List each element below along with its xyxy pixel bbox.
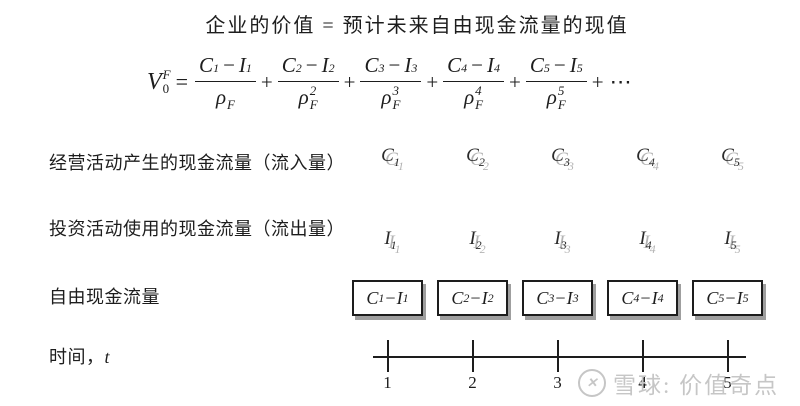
time-axis-label: 时间，t (49, 347, 111, 367)
time-axis-line (373, 356, 746, 358)
minus-sign: − (223, 52, 235, 77)
time-tick: 3 (522, 340, 593, 393)
xueqiu-logo-icon: ✕ (578, 369, 606, 397)
tick-number: 4 (638, 373, 647, 392)
inflow-arrow-label: C4 (636, 145, 655, 169)
tick-mark (726, 340, 729, 372)
tick-number: 5 (723, 373, 732, 392)
watermark: ✕ 雪球: 价值奇点 (578, 366, 779, 400)
tick-number: 1 (383, 373, 392, 392)
outflow-arrow-label: I5 (724, 228, 737, 252)
minus-sign: − (388, 52, 401, 77)
minus-sign: − (555, 287, 566, 308)
tick-number: 2 (468, 373, 477, 392)
ellipsis: ⋯ (609, 69, 634, 94)
time-tick: 4 (607, 340, 678, 393)
tick-number: 3 (553, 373, 562, 392)
plus-sign: + (343, 69, 356, 94)
inflow-arrow-label: C5 (721, 145, 740, 169)
minus-sign: − (553, 52, 566, 77)
minus-sign: − (385, 287, 396, 308)
tick-mark (556, 340, 559, 372)
time-tick: 1 (352, 340, 423, 393)
tick-mark (471, 340, 474, 372)
formula-lhs-sub: 0 (162, 81, 170, 96)
minus-sign: − (305, 52, 318, 77)
diagram-title: 企业的价值 = 预计未来自由现金流量的现值 (205, 15, 629, 37)
plus-sign: + (260, 69, 273, 94)
plus-sign: + (509, 69, 521, 94)
time-tick: 5 (692, 340, 763, 393)
tick-mark (641, 340, 644, 372)
outflow-arrow-label: I3 (554, 228, 567, 252)
formula-lhs-sup: F (162, 67, 171, 82)
plus-sign: + (426, 69, 439, 94)
minus-sign: − (470, 287, 481, 308)
time-axis-ticks: 1 2 3 4 5 (352, 340, 763, 393)
operating-cashflow-label: 经营活动产生的现金流量（流入量） (49, 153, 345, 173)
minus-sign: − (725, 287, 736, 308)
minus-sign: − (471, 52, 484, 77)
formula-lhs-base: V (147, 68, 162, 95)
time-tick: 2 (437, 340, 508, 393)
watermark-text: 雪球: 价值奇点 (613, 373, 780, 398)
outflow-arrow-label: I4 (639, 228, 652, 252)
free-cashflow-label: 自由现金流量 (49, 287, 160, 307)
inflow-arrow-label: C2 (466, 145, 485, 169)
equals-sign: = (175, 69, 189, 94)
inflow-arrow-label: C1 (381, 145, 400, 169)
minus-sign: − (640, 287, 651, 308)
tick-mark (386, 340, 389, 372)
inflow-arrow-label: C3 (551, 145, 570, 169)
plus-sign: + (591, 69, 604, 94)
investing-cashflow-label: 投资活动使用的现金流量（流出量） (49, 219, 345, 239)
time-variable: t (104, 347, 111, 367)
outflow-arrow-label: I2 (469, 228, 482, 252)
outflow-arrow-label: I1 (384, 228, 397, 252)
